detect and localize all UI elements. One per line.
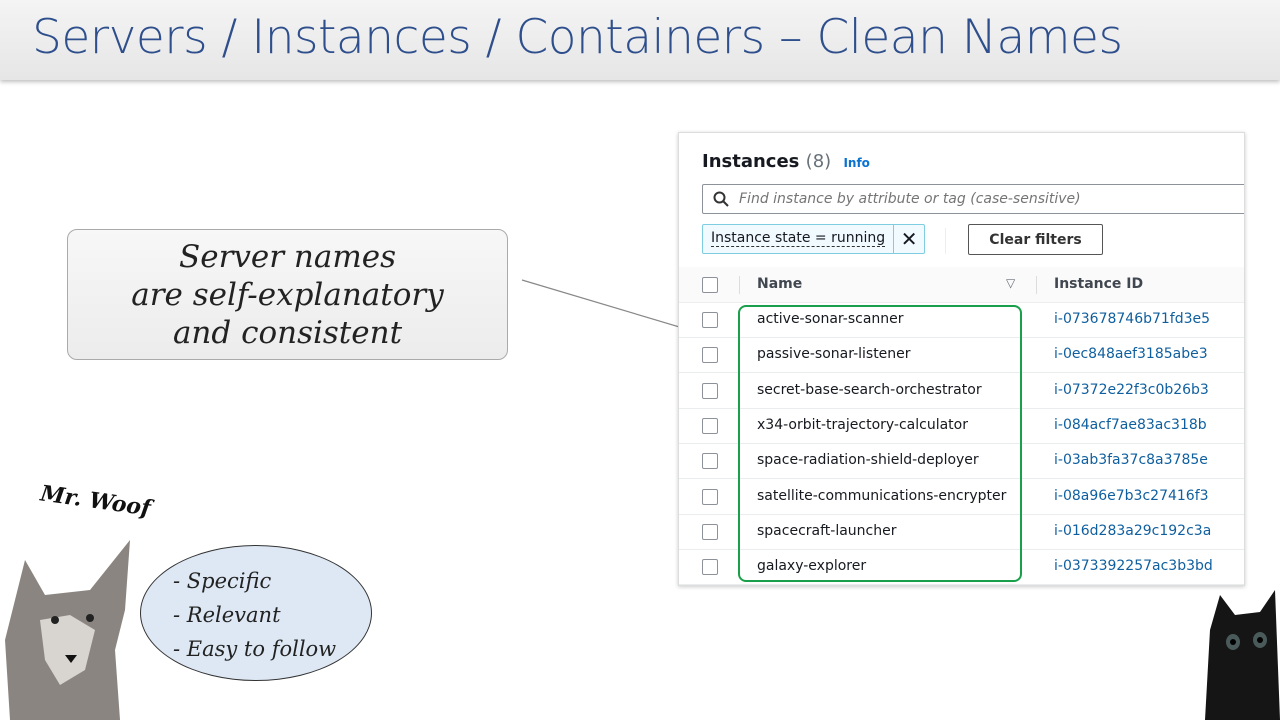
instances-panel: Instances (8) Info Instance state = runn… <box>678 132 1245 586</box>
table-row[interactable]: space-radiation-shield-deployer i-03ab3f… <box>679 443 1244 480</box>
instance-name: secret-base-search-orchestrator <box>757 381 982 398</box>
title-bar: Servers / Instances / Containers – Clean… <box>0 0 1280 80</box>
instance-id-link[interactable]: i-0ec848aef3185abe3 <box>1054 346 1208 363</box>
column-name[interactable]: Name <box>757 276 803 292</box>
clear-filters-button[interactable]: Clear filters <box>968 224 1103 255</box>
divider <box>945 228 946 254</box>
table-row[interactable]: satellite-communications-encrypter i-08a… <box>679 479 1244 515</box>
select-all-checkbox[interactable] <box>702 277 718 293</box>
instance-count: (8) <box>805 151 832 172</box>
sort-triangle-icon[interactable]: ▽ <box>1006 276 1016 290</box>
instance-name: passive-sonar-listener <box>757 346 911 363</box>
search-input[interactable] <box>737 190 1241 208</box>
row-checkbox[interactable] <box>702 559 718 576</box>
search-box[interactable] <box>702 184 1244 214</box>
panel-heading: Instances <box>702 151 800 172</box>
row-checkbox[interactable] <box>702 347 718 364</box>
row-checkbox[interactable] <box>702 523 718 540</box>
instance-id-link[interactable]: i-084acf7ae83ac318b <box>1054 416 1207 433</box>
instance-id-link[interactable]: i-08a96e7b3c27416f3 <box>1054 487 1209 504</box>
table-header: Name ▽ Instance ID <box>679 267 1244 303</box>
table-row[interactable]: passive-sonar-listener i-0ec848aef3185ab… <box>679 337 1244 374</box>
slide-title: Servers / Instances / Containers – Clean… <box>32 10 1123 65</box>
table-row[interactable]: x34-orbit-trajectory-calculator i-084acf… <box>679 408 1244 444</box>
wolf-mascot-image <box>5 540 130 720</box>
remove-filter-close-icon[interactable]: ✕ <box>893 225 924 253</box>
callout-line: and consistent <box>172 315 403 351</box>
table-row[interactable]: active-sonar-scanner i-073678746b71fd3e5 <box>679 302 1244 338</box>
row-checkbox[interactable] <box>702 453 718 470</box>
row-checkbox[interactable] <box>702 382 718 399</box>
black-cat-image <box>1205 590 1280 720</box>
callout-line: are self-explanatory <box>131 277 444 313</box>
instance-name: space-radiation-shield-deployer <box>757 452 979 469</box>
bubble-point: - Specific <box>173 569 272 593</box>
info-link[interactable]: Info <box>843 156 870 170</box>
row-checkbox[interactable] <box>702 312 718 328</box>
table-row[interactable]: secret-base-search-orchestrator i-07372e… <box>679 373 1244 409</box>
instance-name: satellite-communications-encrypter <box>757 487 1007 504</box>
callout-box: Server names are self-explanatory and co… <box>67 229 508 360</box>
speech-bubble: - Specific - Relevant - Easy to follow <box>140 545 372 681</box>
callout-line: Server names <box>178 239 397 275</box>
panel-header: Instances (8) Info <box>702 151 870 172</box>
column-instance-id[interactable]: Instance ID <box>1054 276 1144 292</box>
instance-name: x34-orbit-trajectory-calculator <box>757 416 968 433</box>
instance-name: galaxy-explorer <box>757 558 867 575</box>
instance-id-link[interactable]: i-073678746b71fd3e5 <box>1054 311 1211 327</box>
table-row[interactable]: galaxy-explorer i-0373392257ac3b3bd <box>679 549 1244 585</box>
filter-token-label: Instance state = running <box>711 230 886 247</box>
table-row[interactable]: spacecraft-launcher i-016d283a29c192c3a <box>679 514 1244 550</box>
bubble-point: - Relevant <box>173 603 281 627</box>
instance-name: active-sonar-scanner <box>757 311 904 327</box>
instance-name: spacecraft-launcher <box>757 522 897 539</box>
bubble-point: - Easy to follow <box>173 637 337 661</box>
search-icon <box>713 191 729 207</box>
instance-id-link[interactable]: i-03ab3fa37c8a3785e <box>1054 452 1208 469</box>
names-highlight-box <box>738 305 1022 582</box>
instance-id-link[interactable]: i-0373392257ac3b3bd <box>1054 558 1213 575</box>
filter-token[interactable]: Instance state = running ✕ <box>702 224 926 254</box>
instance-id-link[interactable]: i-07372e22f3c0b26b3 <box>1054 381 1209 398</box>
instance-id-link[interactable]: i-016d283a29c192c3a <box>1054 522 1212 539</box>
row-checkbox[interactable] <box>702 488 718 505</box>
row-checkbox[interactable] <box>702 417 718 434</box>
